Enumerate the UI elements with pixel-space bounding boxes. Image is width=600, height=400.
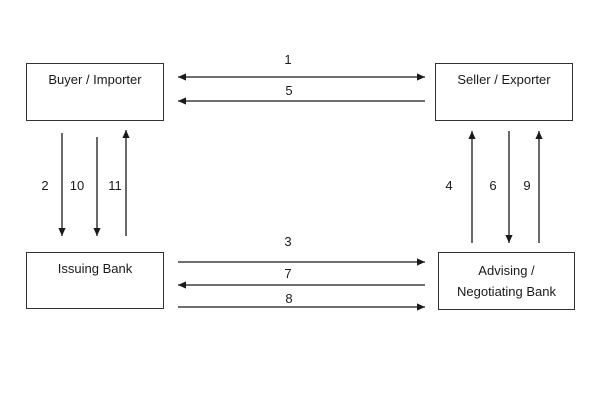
seller-exporter-label: Seller / Exporter [457, 72, 551, 87]
flow-11-arrow: 11 [108, 130, 130, 236]
flow-6-label: 6 [489, 178, 496, 193]
flow-11-arrowhead [122, 130, 130, 138]
flow-1-arrowhead [178, 73, 186, 81]
flow-2-label: 2 [41, 178, 48, 193]
flow-1-arrowhead [417, 73, 425, 81]
flow-9-label: 9 [523, 178, 530, 193]
flow-2-arrowhead [58, 228, 66, 236]
flow-11-label: 11 [108, 178, 122, 193]
flow-1-label: 1 [284, 52, 291, 67]
flow-4-label: 4 [445, 178, 452, 193]
flow-7-arrow: 7 [178, 266, 425, 289]
flow-10-label: 10 [70, 178, 84, 193]
issuing-bank-label: Issuing Bank [57, 261, 133, 276]
flow-2-arrow: 2 [41, 133, 66, 236]
flow-10-arrow: 10 [70, 137, 101, 236]
flow-6-arrow: 6 [489, 131, 513, 243]
flow-1-arrow: 1 [178, 52, 425, 81]
flow-9-arrow: 9 [523, 131, 543, 243]
flow-5-arrow: 5 [178, 83, 425, 105]
flow-4-arrow: 4 [445, 131, 476, 243]
flow-3-label: 3 [284, 234, 291, 249]
flow-8-arrowhead [417, 303, 425, 311]
flow-5-label: 5 [285, 83, 292, 98]
flow-8-arrow: 8 [178, 291, 425, 311]
flow-9-arrowhead [535, 131, 543, 139]
advising-negotiating-bank-label: Advising / Negotiating Bank [456, 263, 556, 299]
flow-3-arrow: 3 [178, 234, 425, 266]
flow-7-arrowhead [178, 281, 186, 289]
advising-negotiating-bank-box: Advising / Negotiating Bank [438, 252, 575, 310]
flow-7-label: 7 [284, 266, 291, 281]
seller-exporter-box: Seller / Exporter [435, 63, 573, 121]
flow-8-label: 8 [285, 291, 292, 306]
flow-10-arrowhead [93, 228, 101, 236]
issuing-bank-box: Issuing Bank [26, 252, 164, 309]
flow-6-arrowhead [505, 235, 513, 243]
flow-3-arrowhead [417, 258, 425, 266]
flow-5-arrowhead [178, 97, 186, 105]
flow-4-arrowhead [468, 131, 476, 139]
buyer-importer-label: Buyer / Importer [48, 72, 142, 87]
buyer-importer-box: Buyer / Importer [26, 63, 164, 121]
